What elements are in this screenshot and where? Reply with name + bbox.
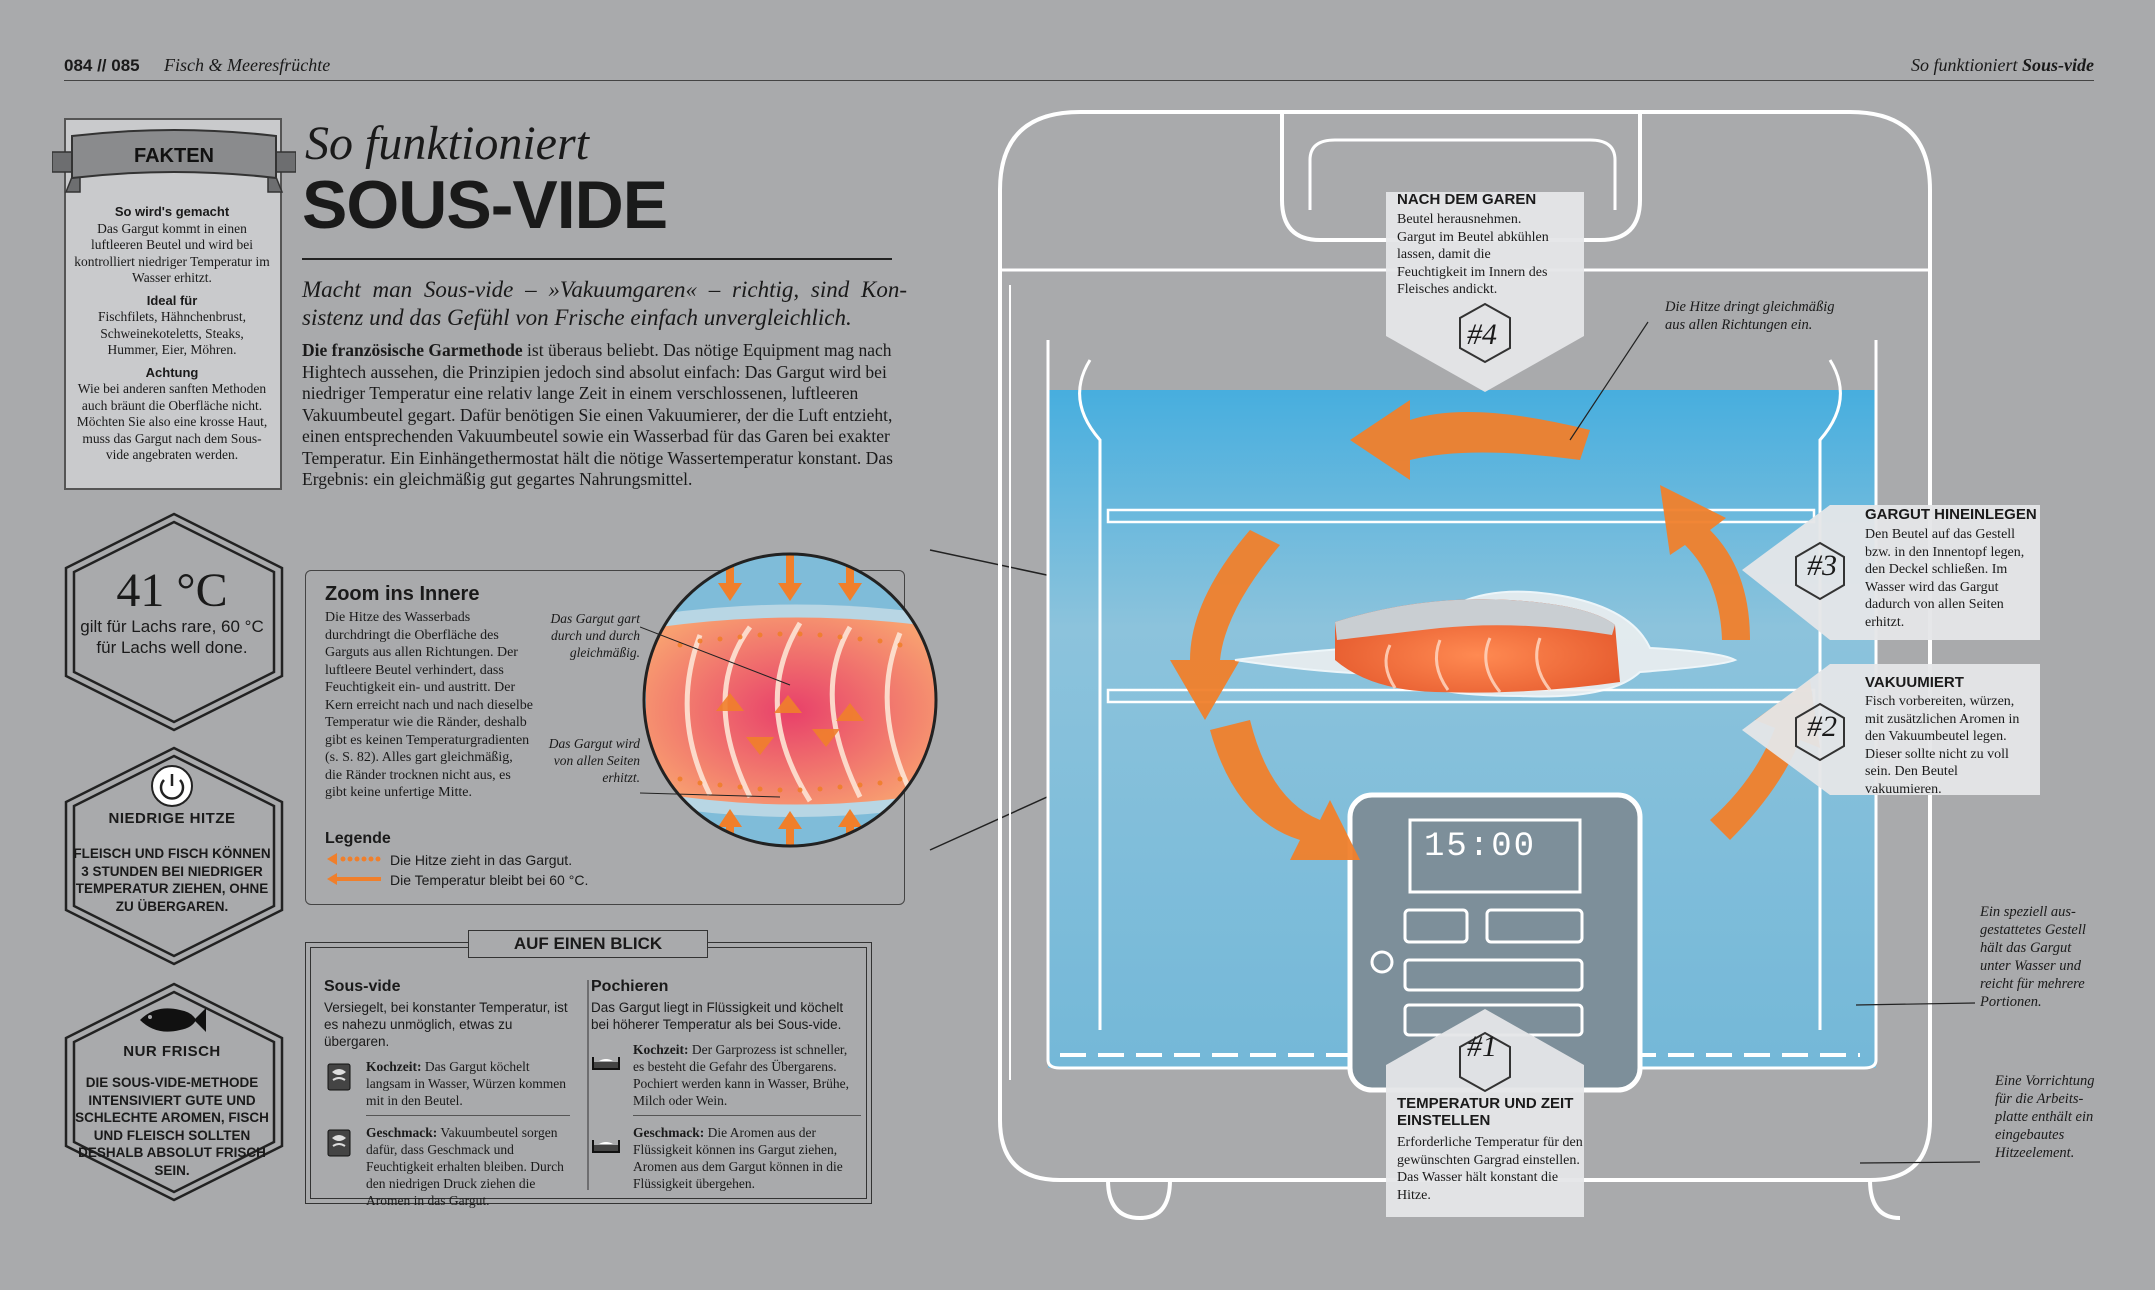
title-kicker: So funktioniert bbox=[305, 117, 589, 170]
step-1-callout bbox=[1386, 1009, 1584, 1217]
step-4-text: Beutel herausnehmen. Gargut im Beutel ab… bbox=[1397, 212, 1549, 297]
column-divider bbox=[587, 980, 589, 1190]
divider bbox=[633, 1115, 861, 1116]
title-rule bbox=[302, 258, 892, 260]
fresh-only-text: DIE SOUS-VIDE-METHODE INTENSIVIERT GUTE … bbox=[75, 1075, 269, 1178]
page-header: 084 // 085 Fisch & Meeresfrüchte So funk… bbox=[64, 50, 2094, 81]
temperature-note: gilt für Lachs rare, 60 °C für Lachs wel… bbox=[80, 617, 264, 657]
fakten-para-3: Wie bei anderen sanften Methoden auch br… bbox=[76, 381, 268, 462]
sous-vide-column: Sous-vide Versiegelt, bei konstanter Tem… bbox=[324, 978, 570, 1209]
chapter-title: Fisch & Meeresfrüchte bbox=[164, 55, 331, 75]
zoom-annotation-even: Das Gargut gart durch und durch gleichmä… bbox=[550, 611, 640, 660]
fresh-only-title: NUR FRISCH bbox=[123, 1043, 221, 1060]
legend-item-heat: Die Hitze zieht in das Gargut. bbox=[390, 852, 573, 868]
page-numbers: 084 // 085 bbox=[64, 56, 140, 75]
fakten-banner-icon: FAKTEN bbox=[52, 129, 296, 193]
zoom-annotation-sides: Das Gargut wird von allen Seiten erhitzt… bbox=[548, 736, 640, 785]
note-rack: Ein speziell aus­gestattetes Gestell häl… bbox=[1980, 904, 2086, 1010]
fakten-para-2: Fischfilets, Hähnchenbrust, Schweinekote… bbox=[97, 309, 247, 357]
fakten-box bbox=[64, 118, 282, 490]
zoom-text: Die Hitze des Wasserbads durchdringt die… bbox=[325, 610, 533, 800]
legend-title: Legende bbox=[325, 830, 391, 847]
pot-icon bbox=[592, 1057, 620, 1070]
low-heat-text: FLEISCH UND FISCH KÖN­NEN 3 STUNDEN BEI … bbox=[73, 846, 271, 914]
step-2-callout bbox=[1742, 664, 2040, 795]
sous-vide-cook-time: Kochzeit: Das Gargut köchelt langsam in … bbox=[324, 1058, 570, 1109]
step-4-callout bbox=[1386, 192, 1584, 392]
step-3-callout bbox=[1742, 505, 2040, 640]
fakten-para-1: Das Gargut kommt in einen luftleeren Beu… bbox=[74, 220, 270, 286]
divider bbox=[366, 1115, 570, 1116]
legend-item-temp: Die Temperatur bleibt bei 60 °C. bbox=[390, 872, 589, 888]
fakten-heading-1: So wird's gemacht bbox=[114, 204, 230, 219]
poaching-taste: Geschmack: Die Aromen aus der Flüssigkei… bbox=[591, 1124, 861, 1192]
at-a-glance-title: AUF EINEN BLICK bbox=[468, 930, 708, 958]
lead-text: Macht man Sous-vide – »Vakuumgaren« – ri… bbox=[302, 277, 907, 330]
step-2-text: Fisch vorbereiten, würzen, mit zusätzlic… bbox=[1865, 694, 2020, 797]
sous-vide-summary: Versiegelt, bei konstanter Temperatur, i… bbox=[324, 1000, 568, 1049]
zoom-title: Zoom ins Innere bbox=[325, 583, 480, 605]
fish-icon bbox=[140, 1008, 206, 1032]
low-heat-title: NIEDRIGE HITZE bbox=[108, 810, 236, 827]
fakten-heading-3: Achtung bbox=[145, 364, 199, 380]
legend-arrows-icon bbox=[327, 853, 381, 885]
step-3-title: GARGUT HINEINLEGEN bbox=[1865, 506, 2037, 523]
step-2-title: VAKUUMIERT bbox=[1865, 674, 1964, 691]
step-2-number: #2 bbox=[1807, 710, 1837, 743]
step-1-title: TEMPERATUR UND ZEIT EINSTELLEN bbox=[1397, 1095, 1574, 1129]
zoom-circle-illustration bbox=[640, 552, 938, 848]
poaching-cook-time: Kochzeit: Der Garprozess ist schneller, … bbox=[591, 1041, 861, 1109]
power-button-icon bbox=[151, 765, 193, 807]
step-3-text: Den Beutel auf das Gestell bzw. in den I… bbox=[1865, 527, 2025, 630]
step-1-number: #1 bbox=[1467, 1030, 1497, 1063]
step-1-text: Erforderliche Temperatur für den gewünsc… bbox=[1397, 1135, 1583, 1203]
fakten-banner-label: FAKTEN bbox=[134, 145, 214, 167]
sous-vide-taste: Geschmack: Vakuumbeutel sor­gen dafür, d… bbox=[324, 1124, 570, 1209]
note-heat-penetrates: Die Hitze dringt gleichmäßig aus allen R… bbox=[1665, 299, 1835, 333]
fakten-text: So wird's gemacht Das Gargut kommt in ei… bbox=[74, 198, 270, 464]
vacuum-bag-icon bbox=[327, 1063, 351, 1091]
sous-vide-device-illustration bbox=[998, 110, 1981, 1221]
sous-vide-heading: Sous-vide bbox=[324, 978, 401, 995]
vacuum-bag-icon bbox=[327, 1129, 351, 1157]
fakten-heading-2: Ideal für bbox=[146, 292, 198, 308]
step-3-number: #3 bbox=[1807, 549, 1837, 582]
pot-icon bbox=[592, 1140, 620, 1153]
step-4-number: #4 bbox=[1467, 318, 1497, 351]
note-heating-element: Eine Vorrichtung für die Arbeits­platte … bbox=[1995, 1073, 2095, 1161]
step-4-title: NACH DEM GAREN bbox=[1397, 191, 1537, 208]
poaching-column: Pochieren Das Gargut liegt in Flüssigkei… bbox=[591, 978, 861, 1192]
section-title: So funktioniert Sous-vide bbox=[1911, 55, 2094, 75]
hex-panels bbox=[64, 512, 284, 1202]
poaching-heading: Pochieren bbox=[591, 978, 669, 995]
page-title: SOUS-VIDE bbox=[302, 167, 668, 243]
poaching-summary: Das Gargut liegt in Flüssigkeit und köch… bbox=[591, 1000, 844, 1032]
device-display-time: 15:00 bbox=[1423, 828, 1537, 866]
temperature-value: 41 °C bbox=[116, 564, 228, 617]
body-text: Die französische Garmethode ist überaus … bbox=[302, 340, 893, 489]
